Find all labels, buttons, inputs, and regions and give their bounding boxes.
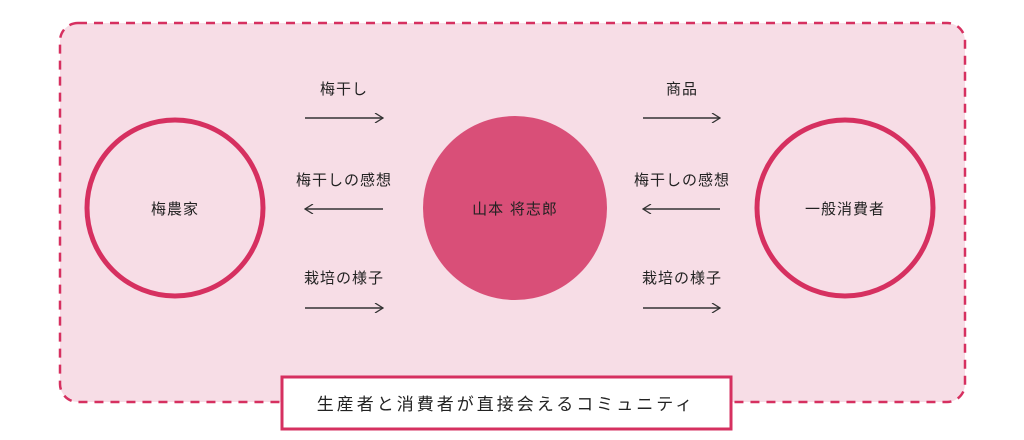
left-flow-top-label: 梅干し [320,80,368,98]
producer-node [84,117,266,299]
center-label: 山本 将志郎 [472,200,558,218]
right-flow-middle-label: 梅干しの感想 [634,171,730,189]
caption-box [280,375,733,431]
left-flow-middle-label: 梅干しの感想 [296,171,392,189]
left-flow-bottom-label: 栽培の様子 [304,269,384,287]
right-flow-bottom-label: 栽培の様子 [642,269,722,287]
right-flow-top-label: 商品 [666,80,698,98]
caption-text: 生産者と消費者が直接会えるコミュニティ [317,395,695,415]
consumer-node [754,117,936,299]
producer-label: 梅農家 [151,200,199,218]
consumer-label: 一般消費者 [805,200,885,218]
center-node [423,116,607,300]
